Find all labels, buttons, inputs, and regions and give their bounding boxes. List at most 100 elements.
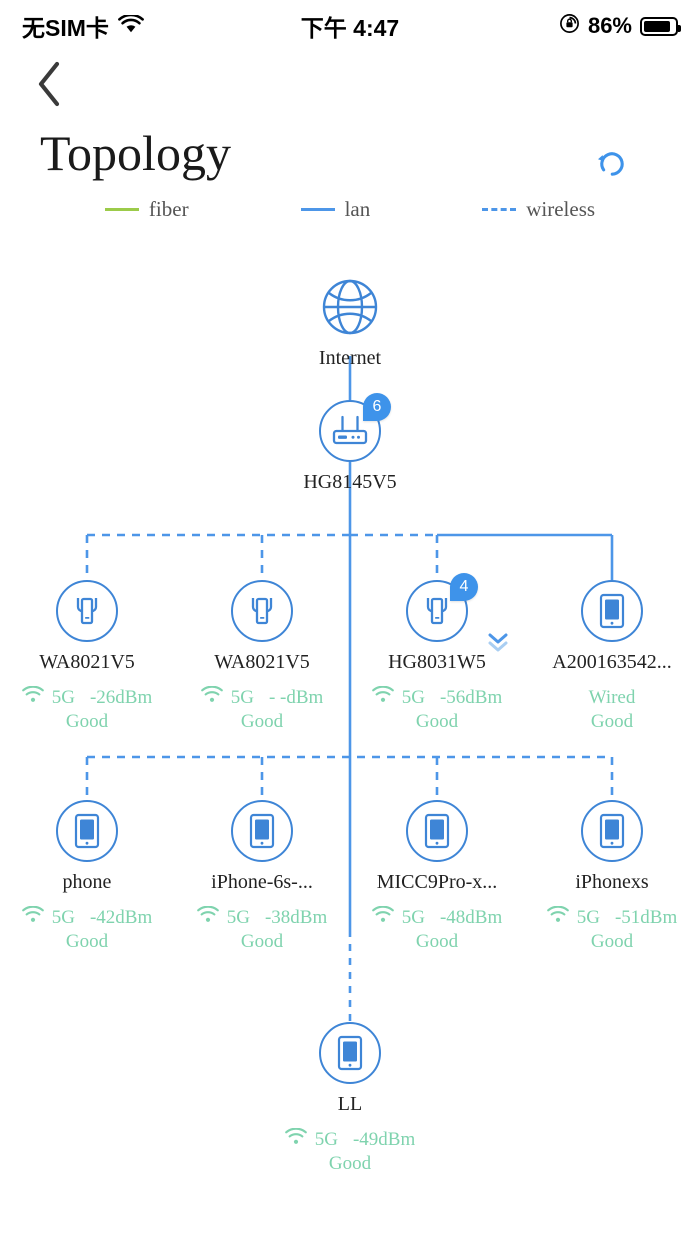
node-band-iphonexs: 5G bbox=[576, 907, 600, 928]
node-iphonexs[interactable]: iPhonexs 5G -51dBm Good bbox=[532, 800, 692, 954]
legend-item-wireless: wireless bbox=[482, 197, 595, 222]
wifi-signal-icon bbox=[371, 685, 394, 710]
node-status-phone: 5G -42dBm Good bbox=[7, 905, 167, 954]
phone-icon bbox=[249, 813, 275, 849]
wireless-line-icon bbox=[482, 208, 517, 211]
node-label-gateway: HG8145V5 bbox=[303, 471, 397, 493]
legend-item-fiber: fiber bbox=[104, 197, 189, 222]
node-label-iphonexs: iPhonexs bbox=[575, 871, 649, 893]
extender-icon bbox=[76, 597, 98, 625]
node-rssi-micc9pro: -48dBm bbox=[439, 907, 503, 928]
node-band-phone: 5G bbox=[51, 907, 75, 928]
node-rssi-hg8031w5: -56dBm bbox=[439, 687, 503, 708]
node-ll[interactable]: LL 5G -49dBm Good bbox=[270, 1022, 430, 1176]
phone-icon bbox=[599, 813, 625, 849]
node-status-wa8021v5-2: 5G - -dBm Good bbox=[182, 685, 342, 734]
internet-ring bbox=[319, 276, 381, 338]
node-band-ll: 5G bbox=[314, 1129, 338, 1150]
node-status-hg8031w5: 5G -56dBm Good bbox=[357, 685, 517, 734]
battery-icon bbox=[640, 16, 681, 36]
expand-children-button[interactable] bbox=[484, 630, 512, 656]
globe-icon bbox=[322, 279, 378, 335]
double-chevron-down-icon bbox=[488, 633, 508, 652]
phone-icon bbox=[424, 813, 450, 849]
node-quality-iphone-6s: Good bbox=[240, 930, 284, 952]
node-quality-phone: Good bbox=[65, 930, 109, 952]
node-label-wa8021v5-1: WA8021V5 bbox=[39, 651, 135, 673]
node-label-wa8021v5-2: WA8021V5 bbox=[214, 651, 310, 673]
node-a200163542[interactable]: A200163542... Wired Good bbox=[532, 580, 692, 734]
node-micc9pro[interactable]: MICC9Pro-x... 5G -48dBm Good bbox=[357, 800, 517, 954]
node-quality-micc9pro: Good bbox=[415, 930, 459, 952]
phone-icon bbox=[337, 1035, 363, 1071]
phone-icon bbox=[74, 813, 100, 849]
status-bar-left: 无SIM卡 bbox=[22, 9, 144, 43]
legend-label-lan: lan bbox=[344, 197, 371, 221]
node-quality-iphonexs: Good bbox=[590, 930, 634, 952]
node-label-ll: LL bbox=[337, 1093, 363, 1115]
node-rssi-wa8021v5-2: - -dBm bbox=[268, 687, 324, 708]
node-quality-ll: Good bbox=[328, 1152, 372, 1174]
page-title: Topology bbox=[40, 125, 231, 181]
node-gateway[interactable]: 6 HG8145V5 bbox=[270, 393, 430, 493]
wifi-signal-icon bbox=[21, 905, 44, 930]
node-rssi-phone: -42dBm bbox=[89, 907, 153, 928]
node-hg8031w5[interactable]: 4 HG8031W5 5G -56dBm Good bbox=[357, 573, 517, 734]
wa8021v5-2-ring bbox=[231, 580, 293, 642]
wa8021v5-1-ring bbox=[56, 580, 118, 642]
iphone-6s-ring bbox=[231, 800, 293, 862]
node-rssi-iphone-6s: -38dBm bbox=[264, 907, 328, 928]
node-band-wa8021v5-1: 5G bbox=[51, 687, 75, 708]
ll-ring bbox=[319, 1022, 381, 1084]
node-phone[interactable]: phone 5G -42dBm Good bbox=[7, 800, 167, 954]
hg8031w5-ring: 4 bbox=[406, 573, 478, 642]
lan-line-icon bbox=[300, 208, 335, 211]
router-icon bbox=[332, 415, 368, 445]
node-status-a200163542: Wired Good bbox=[532, 686, 692, 734]
carrier-label: 无SIM卡 bbox=[22, 15, 109, 41]
legend-label-wireless: wireless bbox=[526, 197, 596, 221]
node-band-hg8031w5: 5G bbox=[401, 687, 425, 708]
wifi-signal-icon bbox=[371, 905, 394, 930]
phone-ring bbox=[56, 800, 118, 862]
wifi-signal-icon bbox=[284, 1127, 307, 1152]
wifi-signal-icon bbox=[196, 905, 219, 930]
status-bar-right: 86% bbox=[559, 13, 681, 40]
node-label-phone: phone bbox=[62, 871, 112, 893]
refresh-button[interactable] bbox=[592, 144, 632, 184]
node-iphone-6s[interactable]: iPhone-6s-... 5G -38dBm Good bbox=[182, 800, 342, 954]
node-band-iphone-6s: 5G bbox=[226, 907, 250, 928]
node-status-ll: 5G -49dBm Good bbox=[270, 1127, 430, 1176]
node-status-iphone-6s: 5G -38dBm Good bbox=[182, 905, 342, 954]
extender-icon bbox=[426, 597, 448, 625]
node-wa8021v5-1[interactable]: WA8021V5 5G -26dBm Good bbox=[7, 580, 167, 734]
battery-percent-label: 86% bbox=[587, 13, 632, 38]
refresh-icon bbox=[598, 152, 624, 176]
gateway-device-count-badge: 6 bbox=[363, 393, 391, 421]
phone-icon bbox=[599, 593, 625, 629]
node-rssi-wa8021v5-1: -26dBm bbox=[89, 687, 153, 708]
node-quality-a200163542: Good bbox=[590, 710, 634, 732]
node-label-iphone-6s: iPhone-6s-... bbox=[211, 871, 313, 893]
node-internet[interactable]: Internet bbox=[270, 276, 430, 369]
hg8031w5-device-count-badge: 4 bbox=[450, 573, 478, 601]
rotation-lock-icon bbox=[559, 13, 580, 40]
extender-icon bbox=[251, 597, 273, 625]
wifi-icon bbox=[117, 13, 144, 40]
back-button[interactable] bbox=[26, 58, 72, 110]
micc9pro-ring bbox=[406, 800, 468, 862]
node-label-a200163542: A200163542... bbox=[552, 651, 672, 673]
node-wa8021v5-2[interactable]: WA8021V5 5G - -dBm Good bbox=[182, 580, 342, 734]
node-status-wa8021v5-1: 5G -26dBm Good bbox=[7, 685, 167, 734]
wifi-signal-icon bbox=[200, 685, 223, 710]
node-rssi-iphonexs: -51dBm bbox=[614, 907, 678, 928]
node-quality-hg8031w5: Good bbox=[415, 710, 459, 732]
node-status-micc9pro: 5G -48dBm Good bbox=[357, 905, 517, 954]
node-band-a200163542: Wired bbox=[588, 687, 636, 708]
node-label-internet: Internet bbox=[318, 347, 382, 369]
legend: fiber lan wireless bbox=[0, 197, 700, 222]
chevron-left-icon bbox=[38, 61, 60, 107]
legend-label-fiber: fiber bbox=[148, 197, 189, 221]
